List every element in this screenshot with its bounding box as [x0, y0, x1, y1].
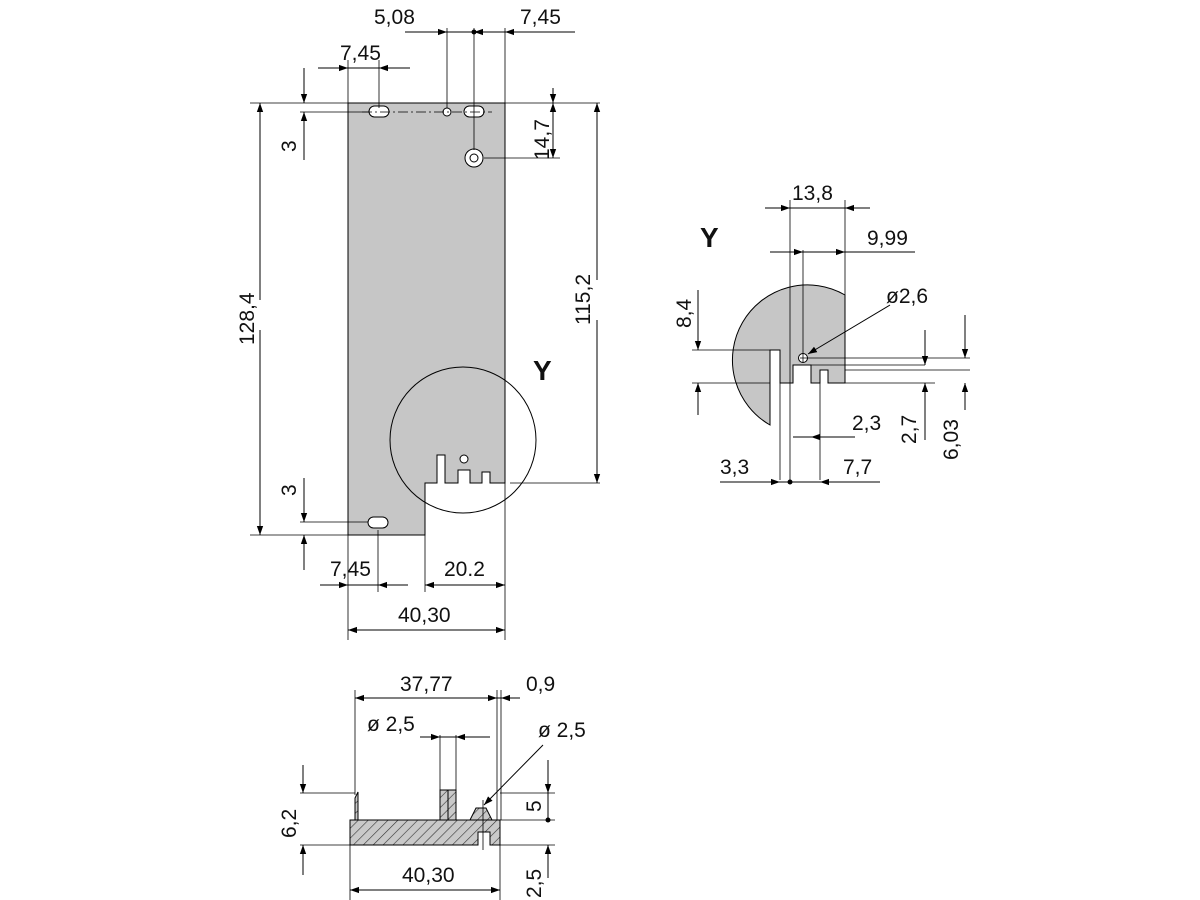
front-view: 5,08 7,45 7,45 3 14,7 128,4 115,2 Y 3 7,…	[236, 6, 601, 640]
detail-label-y-front: Y	[533, 355, 552, 386]
dim-bottom-745: 7,45	[330, 558, 371, 581]
section-view: 37,77 0,9 ø 2,5 ø 2,5 6,2 5 40,30 2,5	[278, 673, 586, 900]
dim-section-5: 5	[523, 800, 546, 812]
dim-section-25: 2,5	[523, 869, 546, 898]
dim-section-3777: 37,77	[400, 673, 453, 696]
detail-y-body	[731, 284, 846, 426]
dim-top-745-left: 7,45	[340, 42, 381, 65]
section-body	[349, 789, 501, 846]
dim-detail-27: 2,7	[898, 415, 921, 444]
dim-top-745-right: 7,45	[520, 6, 561, 29]
dim-detail-hole-26: ø2,6	[886, 285, 928, 308]
hole-y-small	[459, 454, 469, 464]
dim-bottom-202: 20.2	[444, 558, 485, 581]
dim-detail-77: 7,7	[843, 456, 872, 479]
dim-section-4030: 40,30	[402, 864, 455, 887]
dim-left-1284: 128,4	[236, 292, 259, 345]
dim-left-3-top: 3	[278, 140, 301, 152]
dim-right-147: 14,7	[531, 119, 554, 160]
dim-section-hole-25-left: ø 2,5	[367, 713, 415, 736]
dim-bottom-4030: 40,30	[398, 604, 451, 627]
hole-top-big-inner	[469, 153, 479, 163]
dim-section-62: 6,2	[278, 809, 301, 838]
detail-view-y: Y 13,8 9,99 8,4 ø2,6 2,3 2,7 6,03 3,3 7,…	[673, 182, 970, 486]
dim-section-hole-25-right: ø 2,5	[538, 719, 586, 742]
dim-section-09: 0,9	[526, 673, 555, 696]
dim-detail-603: 6,03	[940, 419, 963, 460]
dim-right-1152: 115,2	[572, 274, 595, 325]
front-panel-body	[347, 102, 506, 536]
dim-detail-23: 2,3	[852, 412, 881, 435]
hole-top-big-outer	[464, 148, 484, 168]
dim-detail-138: 13,8	[792, 182, 833, 205]
dim-left-3-bottom: 3	[278, 484, 301, 496]
detail-circle-y	[389, 366, 537, 514]
dim-detail-33: 3,3	[720, 456, 749, 479]
detail-title-y: Y	[700, 222, 719, 253]
slot-bottom-left	[367, 516, 389, 529]
dim-detail-84: 8,4	[673, 298, 696, 328]
dim-top-508: 5,08	[374, 6, 415, 29]
dim-detail-999: 9,99	[867, 227, 908, 250]
